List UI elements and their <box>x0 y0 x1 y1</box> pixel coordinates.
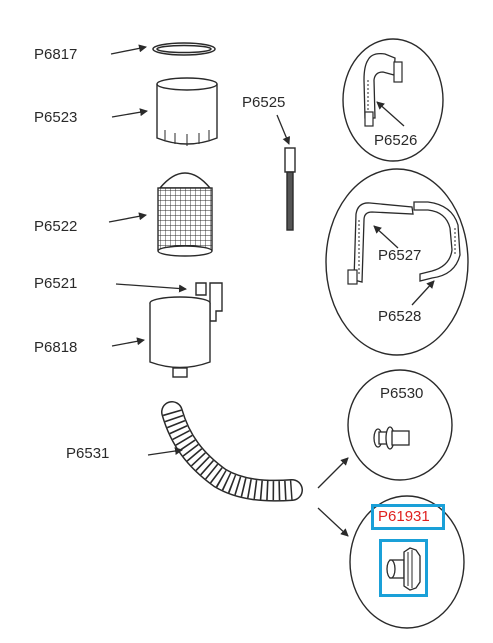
highlight-part-box <box>379 539 428 597</box>
label-p6530: P6530 <box>380 385 424 402</box>
label-p6526: P6526 <box>374 132 418 149</box>
skimmer-housing-part <box>149 282 223 378</box>
label-p61931: P61931 <box>378 508 430 525</box>
corrugated-hose-part <box>161 401 303 502</box>
detail-circle-p6526 <box>342 38 444 162</box>
label-p6522: P6522 <box>34 218 78 235</box>
rod-part <box>284 147 296 231</box>
label-p6818: P6818 <box>34 339 78 356</box>
label-p6523: P6523 <box>34 109 78 126</box>
label-p6521: P6521 <box>34 275 78 292</box>
label-p6527: P6527 <box>378 247 422 264</box>
detail-circle-p6527-p6528 <box>325 168 469 356</box>
detail-circle-p6530 <box>347 369 453 481</box>
label-p6525: P6525 <box>242 94 286 111</box>
ring-seal-part <box>152 42 216 56</box>
label-p6817: P6817 <box>34 46 78 63</box>
label-p6531: P6531 <box>66 445 110 462</box>
mesh-basket-part <box>157 172 213 257</box>
highlight-label-box <box>371 504 445 530</box>
filter-cylinder-part <box>156 77 218 146</box>
leader-arrows <box>108 44 435 537</box>
label-p6528: P6528 <box>378 308 422 325</box>
detail-circle-p61931 <box>349 495 465 629</box>
